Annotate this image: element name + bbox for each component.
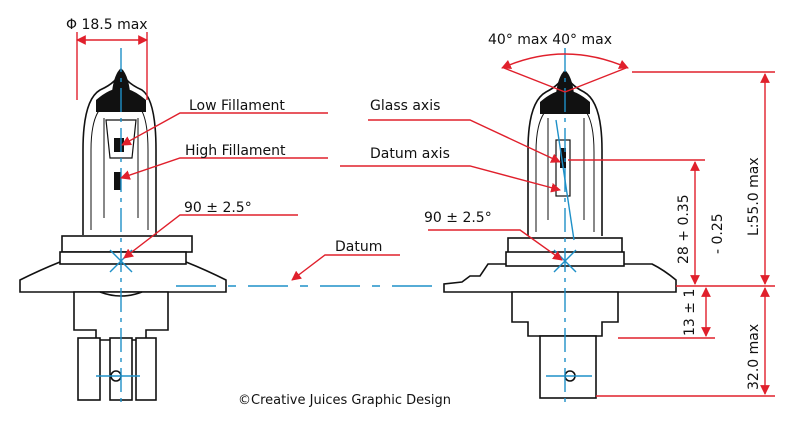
- angle-arc: [501, 53, 629, 69]
- high-filament-leader: [120, 157, 328, 180]
- left-angle-leader: [123, 214, 298, 259]
- datum-axis-leader: [340, 165, 561, 193]
- left-pin-1: [77, 337, 101, 401]
- left-angle-label: 90 ± 2.5°: [184, 200, 252, 216]
- angle-ray-right: [564, 67, 627, 93]
- right-bulb: 40° max 40° max Glass axis Datum axis 90…: [340, 32, 775, 405]
- high-filament: [114, 172, 121, 190]
- right-filament: [560, 148, 566, 168]
- angle-top-label: 40° max 40° max: [488, 32, 612, 48]
- copyright-text: ©Creative Juices Graphic Design: [238, 393, 451, 408]
- dim-length-label: L:55.0 max: [746, 157, 762, 236]
- left-bulb-collar: [61, 235, 193, 253]
- right-bulb-flange: [443, 263, 677, 293]
- low-filament-label: Low Fillament: [189, 98, 285, 114]
- dim-28-label: 28 + 0.35: [676, 194, 692, 264]
- glass-axis-line: [555, 119, 575, 241]
- left-pin-3: [135, 337, 157, 401]
- right-pin-block: [539, 335, 597, 399]
- diameter-label: Φ 18.5 max: [66, 17, 148, 33]
- datum-leader: [291, 254, 400, 281]
- right-bulb-base: [511, 291, 619, 337]
- angle-ray-left: [503, 67, 566, 93]
- low-filament: [114, 138, 124, 152]
- glass-axis-label: Glass axis: [370, 98, 440, 114]
- datum-group: Datum: [176, 239, 448, 287]
- datum-axis-label: Datum axis: [370, 146, 450, 162]
- dim-025-label: - 0.25: [710, 213, 726, 254]
- right-bulb-shield: [555, 139, 571, 197]
- right-angle-leader: [428, 229, 563, 261]
- dim-32-label: 32.0 max: [746, 324, 762, 390]
- datum-label: Datum: [335, 239, 382, 255]
- left-bulb-leads: [103, 118, 139, 218]
- low-filament-leader: [121, 112, 328, 146]
- dim-13-label: 13 ± 1: [682, 289, 698, 336]
- high-filament-label: High Fillament: [185, 143, 286, 159]
- left-bulb: Φ 18.5 max Low Fillament High Fillament …: [19, 17, 328, 405]
- left-bulb-ring: [59, 251, 187, 265]
- left-bulb-shield: [105, 119, 137, 159]
- right-bulb-leads: [547, 118, 585, 220]
- right-angle-label: 90 ± 2.5°: [424, 210, 492, 226]
- left-bulb-glass-inner: [90, 103, 149, 230]
- left-bulb-flange: [19, 261, 227, 293]
- glass-axis-leader: [368, 119, 561, 163]
- right-axis-cross-b: [553, 249, 577, 273]
